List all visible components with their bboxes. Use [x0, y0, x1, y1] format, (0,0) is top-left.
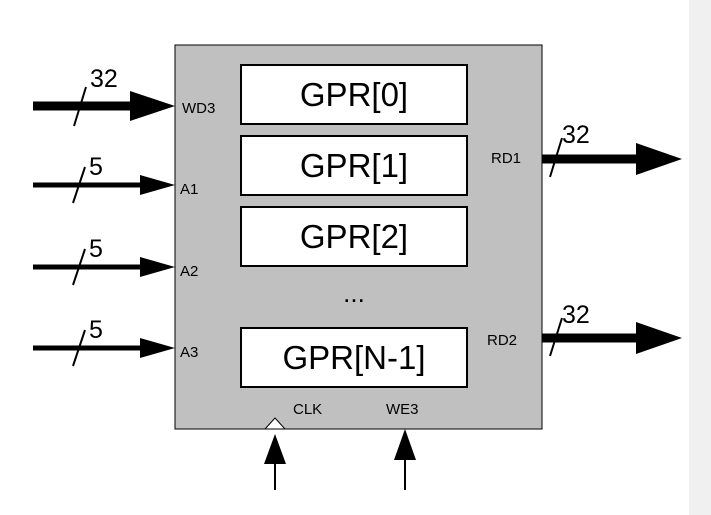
port-label-rd2: RD2	[487, 332, 517, 349]
output-rd1: 32 RD1	[491, 121, 682, 178]
bus-width-label: 32	[90, 65, 118, 93]
bus-slash	[549, 317, 563, 357]
clk-arrowhead	[264, 434, 286, 464]
port-label-a3: A3	[180, 344, 198, 361]
input-wd3-arrowhead	[130, 91, 175, 121]
bus-slash	[72, 166, 86, 204]
input-a1-arrowhead	[140, 175, 175, 195]
register-gpr-0: GPR[0]	[240, 64, 468, 125]
port-label-we3: WE3	[386, 401, 419, 418]
register-gpr-2: GPR[2]	[240, 206, 468, 267]
register-label: GPR[2]	[300, 218, 408, 255]
register-gpr-n-1: GPR[N-1]	[240, 327, 468, 388]
input-a3-arrowhead	[140, 338, 175, 358]
bus-slash	[72, 248, 86, 286]
control-we3: WE3	[386, 401, 419, 490]
bus-slash	[549, 137, 563, 178]
input-a2: 5 A2	[33, 235, 198, 286]
register-label: GPR[N-1]	[282, 339, 425, 376]
output-rd2: 32 RD2	[487, 301, 682, 357]
bus-width-label: 5	[89, 153, 103, 181]
scrollbar-track[interactable]	[689, 0, 711, 515]
control-clk: CLK	[263, 401, 322, 490]
clock-triangle	[263, 417, 287, 430]
bus-slash	[72, 329, 86, 367]
bus-slash	[73, 86, 87, 127]
register-gpr-1: GPR[1]	[240, 135, 468, 196]
port-label-wd3: WD3	[182, 100, 215, 117]
bus-width-label: 32	[562, 121, 590, 149]
input-wd3: 32 WD3	[33, 65, 215, 127]
register-label: GPR[0]	[300, 76, 408, 113]
we3-arrowhead	[394, 429, 416, 460]
input-a3: 5 A3	[33, 316, 198, 367]
register-ellipsis: ...	[343, 278, 365, 308]
register-label: GPR[1]	[300, 147, 408, 184]
output-rd2-arrowhead	[636, 322, 682, 354]
bus-width-label: 5	[89, 235, 103, 263]
input-a2-arrowhead	[140, 257, 175, 277]
input-a1: 5 A1	[33, 153, 198, 204]
port-label-rd1: RD1	[491, 150, 521, 167]
port-label-a1: A1	[180, 181, 198, 198]
bus-width-label: 32	[562, 301, 590, 329]
output-rd1-arrowhead	[636, 143, 682, 175]
bus-width-label: 5	[89, 316, 103, 344]
port-label-clk: CLK	[293, 401, 322, 418]
port-label-a2: A2	[180, 263, 198, 280]
